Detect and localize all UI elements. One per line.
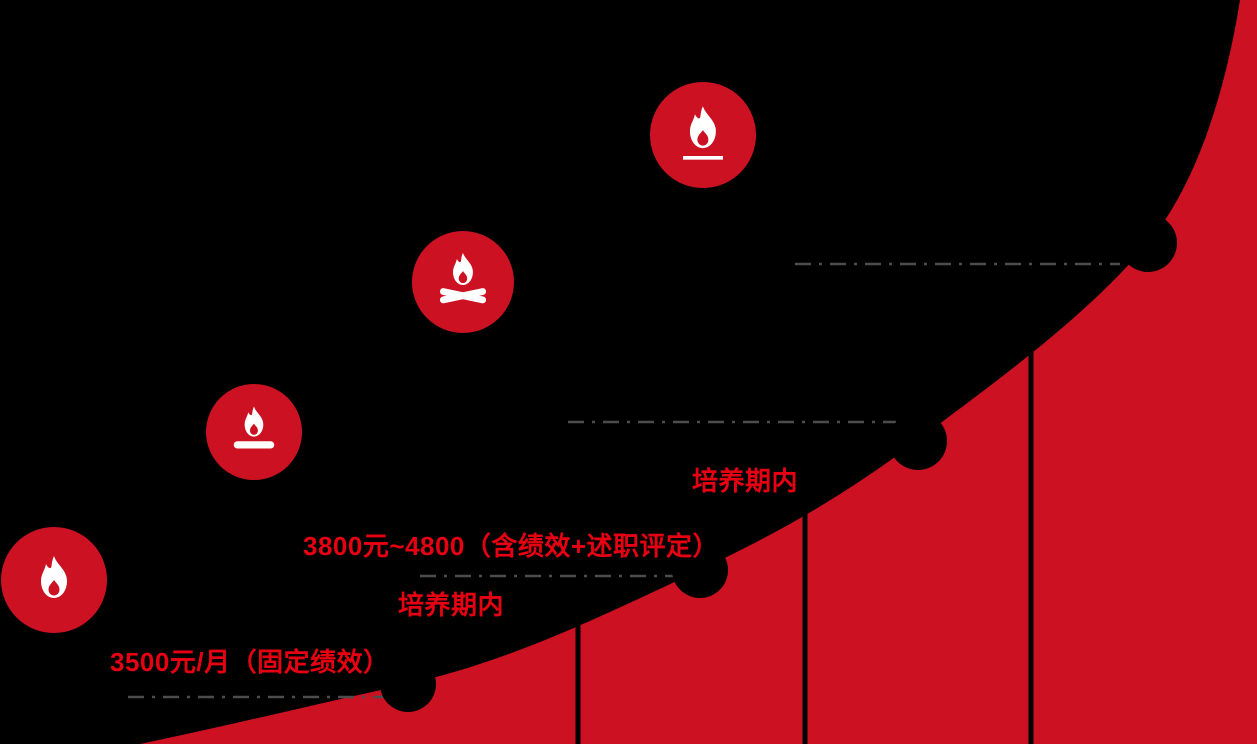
growth-curve-area: [140, 0, 1257, 744]
stage-badge-1: [1, 527, 107, 633]
stage2-period-label: 培养期内: [692, 466, 799, 496]
milestone-marker: [889, 412, 947, 470]
milestone-marker: [380, 656, 436, 712]
flame-icon: [41, 556, 67, 598]
stage1-salary-label: 3500元/月（固定绩效）: [110, 647, 390, 677]
stage-badge-4: [650, 82, 756, 188]
campfire-icon: [233, 406, 275, 449]
blaze-icon: [683, 106, 723, 160]
stage1-period-label: 培养期内: [398, 590, 505, 620]
stage2-salary-label: 3800元~4800（含绩效+述职评定）: [303, 531, 720, 561]
bonfire-icon: [439, 252, 487, 304]
milestone-marker: [672, 542, 728, 598]
stage-badge-2: [206, 384, 302, 480]
milestone-marker: [1119, 214, 1177, 272]
stage-badge-3: [412, 231, 514, 333]
